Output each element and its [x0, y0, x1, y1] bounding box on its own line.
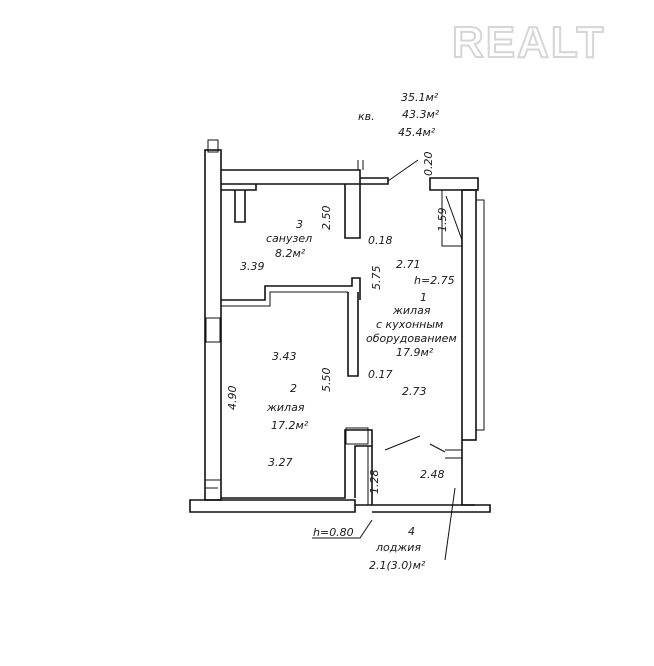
bathroom-number: 3 — [296, 218, 303, 231]
dim-0-20: 0.20 — [422, 152, 435, 177]
dim-0-17: 0.17 — [368, 368, 393, 381]
living-name: жилая — [266, 401, 305, 414]
apartment-area-2: 43.3м² — [402, 108, 440, 121]
loggia-number: 4 — [408, 525, 415, 538]
height-main: h=2.75 — [414, 274, 455, 287]
dim-5-75: 5.75 — [370, 266, 383, 291]
living-area: 17.2м² — [271, 419, 309, 432]
watermark-logo: REALT — [452, 18, 605, 67]
apartment-prefix: кв. — [358, 110, 375, 123]
living-kitchen-name-2: с кухонным — [376, 318, 443, 331]
dim-2-48: 2.48 — [420, 468, 445, 481]
central-partition — [347, 292, 359, 377]
apartment-area-1: 35.1м² — [401, 91, 439, 104]
loggia-name: лоджия — [375, 541, 421, 554]
wall-stub-top — [207, 139, 219, 153]
dim-3-43: 3.43 — [272, 350, 297, 363]
right-outer-wall — [461, 189, 477, 441]
bottom-wall — [221, 429, 373, 499]
dimension-labels: 0.20 2.50 1.59 0.18 3.39 2.71 h=2.75 5.7… — [226, 152, 455, 540]
dim-0-18: 0.18 — [368, 234, 393, 247]
dim-1-28: 1.28 — [368, 470, 381, 495]
living-number: 2 — [290, 382, 297, 395]
living-kitchen-number: 1 — [420, 291, 427, 304]
left-outer-wall — [204, 149, 222, 501]
top-wall — [221, 169, 361, 185]
height-loggia: h=0.80 — [313, 526, 354, 539]
left-wall-window — [205, 317, 221, 343]
dim-3-27: 3.27 — [268, 456, 293, 469]
walls — [189, 139, 491, 561]
living-kitchen-name-3: оборудованием — [366, 332, 457, 345]
apartment-area-3: 45.4м² — [398, 126, 436, 139]
dim-2-71: 2.71 — [396, 258, 421, 271]
dim-2-73: 2.73 — [402, 385, 427, 398]
living-kitchen-name-1: жилая — [392, 304, 431, 317]
dim-5-50: 5.50 — [320, 368, 333, 393]
bathroom-area: 8.2м² — [275, 247, 306, 260]
dim-3-39: 3.39 — [240, 260, 265, 273]
dim-4-90: 4.90 — [226, 386, 239, 411]
living-kitchen-area: 17.9м² — [396, 346, 434, 359]
loggia-area: 2.1(3.0)м² — [369, 559, 426, 572]
bathroom-name: санузел — [266, 232, 312, 245]
dim-2-50: 2.50 — [320, 206, 333, 231]
dim-1-59: 1.59 — [436, 208, 449, 233]
